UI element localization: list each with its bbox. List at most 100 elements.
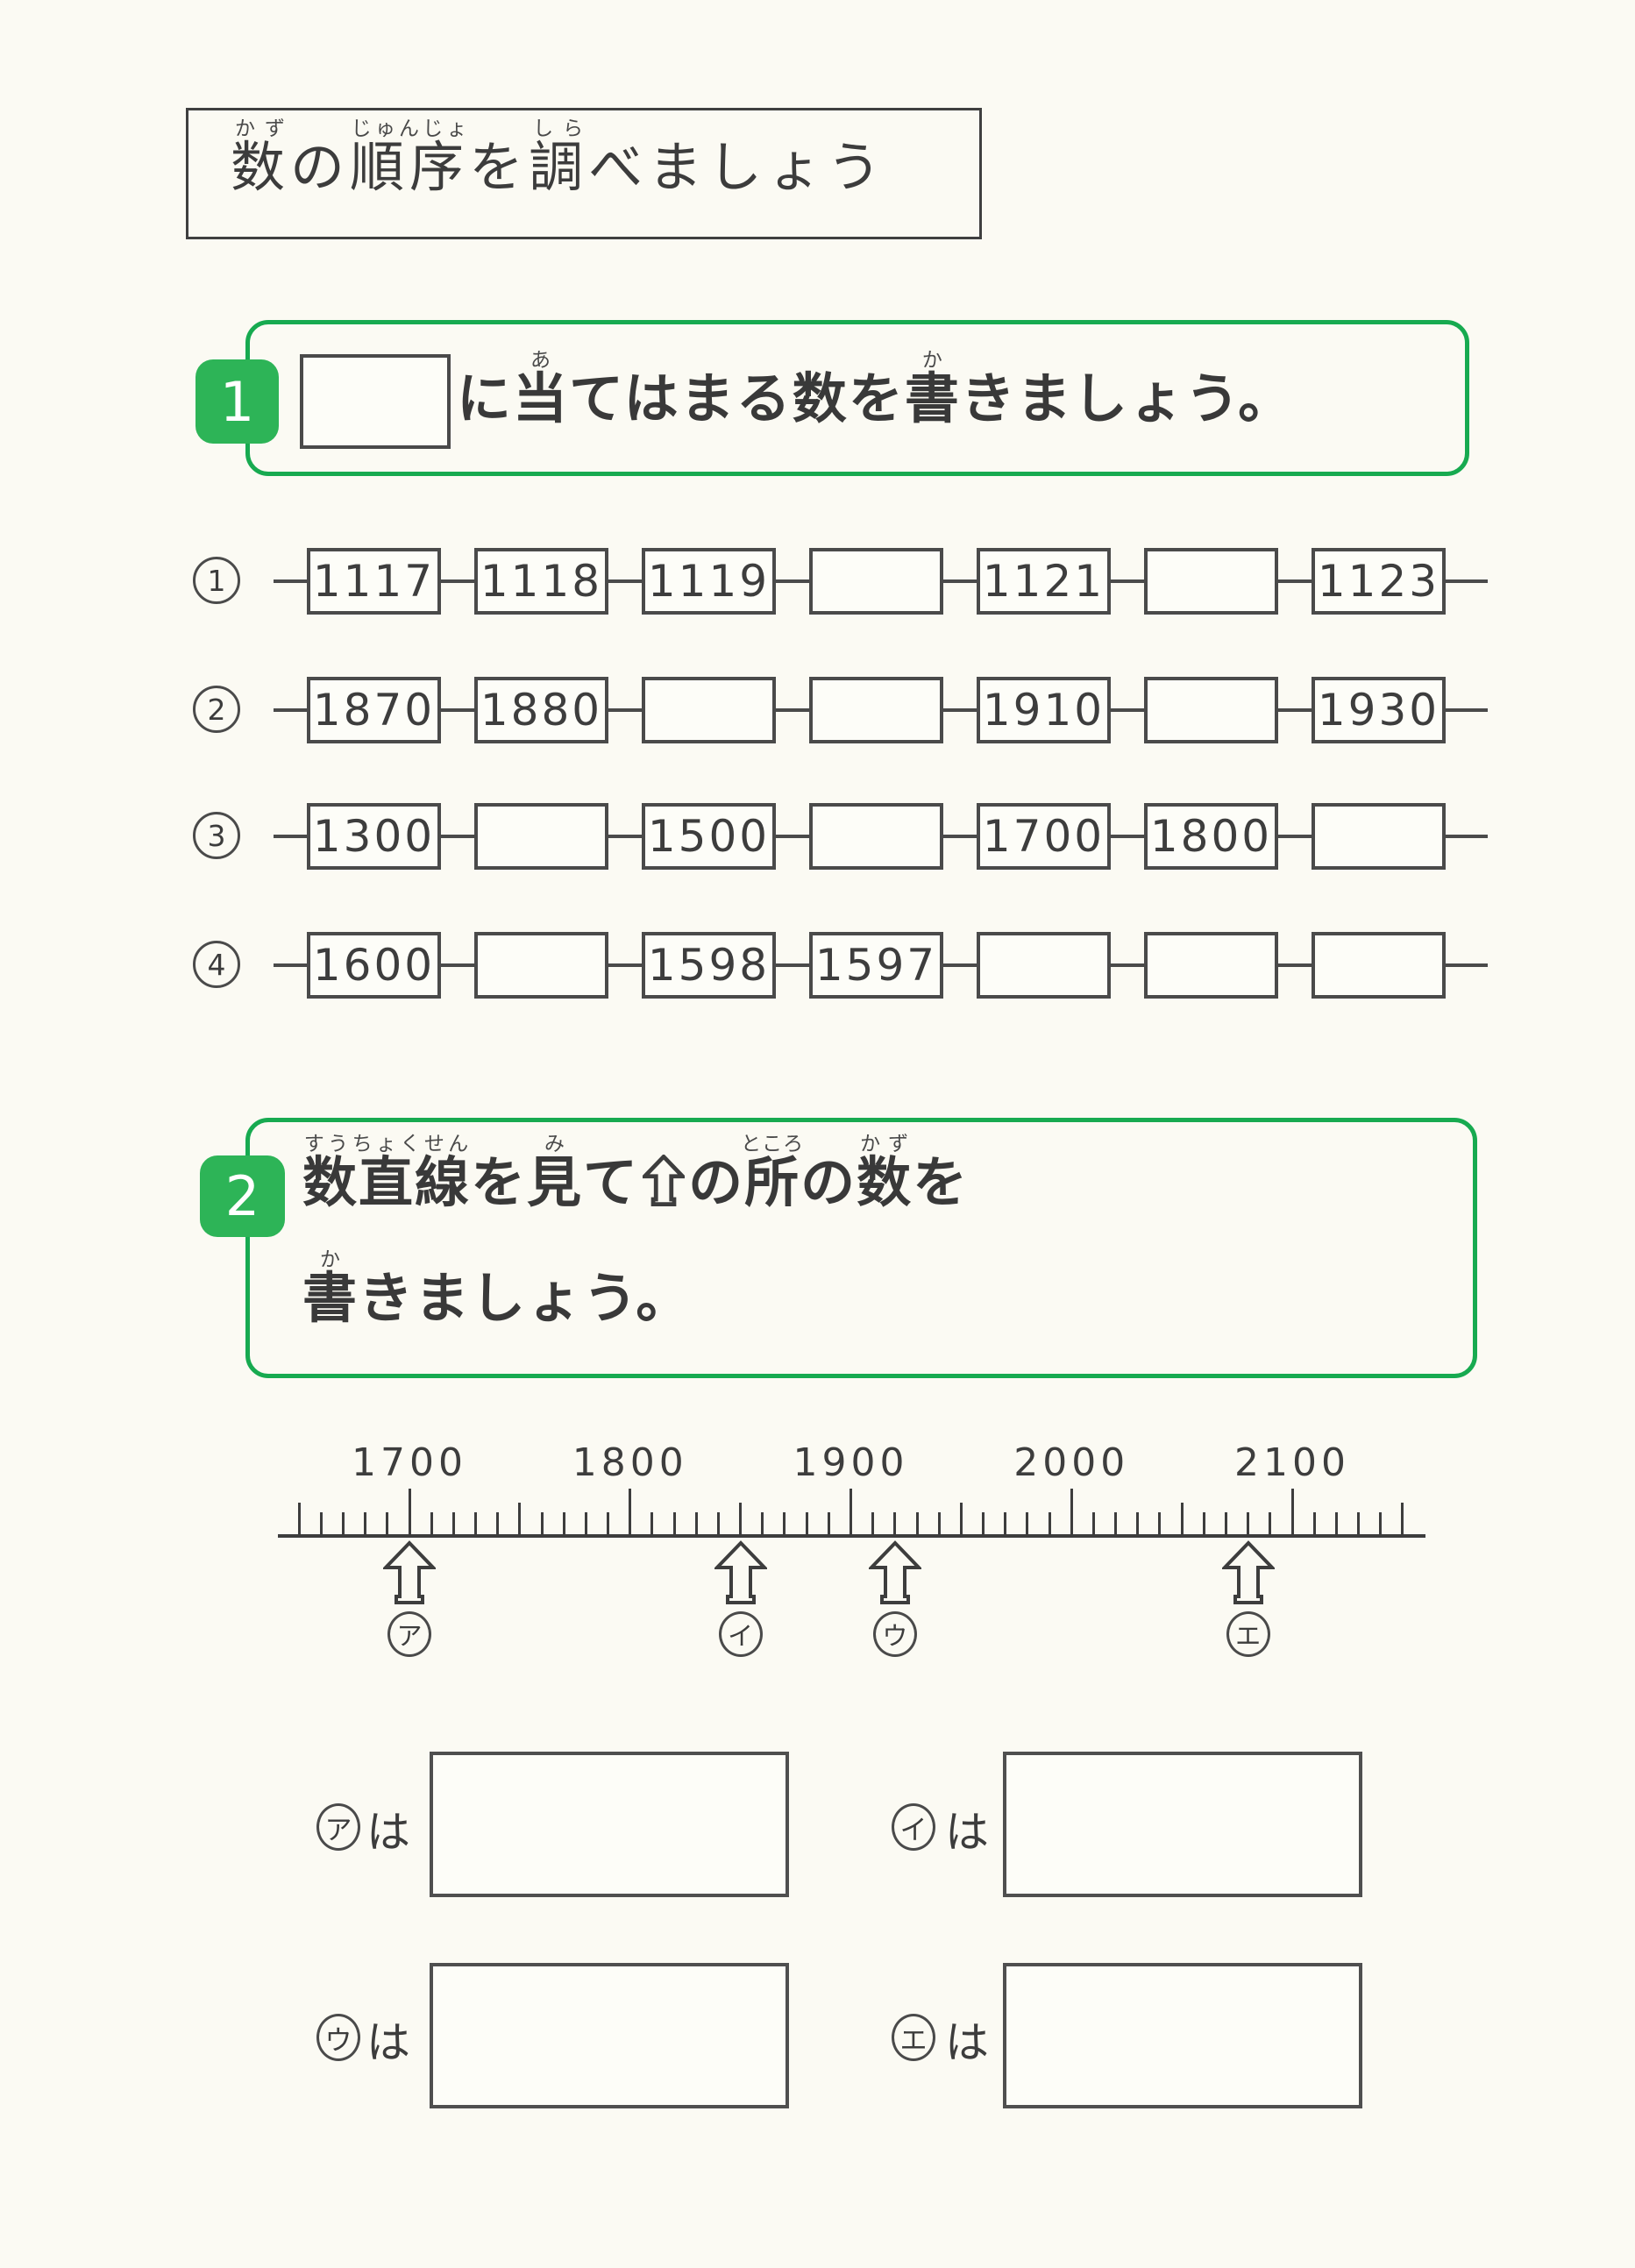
tick (1269, 1512, 1272, 1538)
sequence-number-box: 1930 (1312, 677, 1446, 743)
tick (694, 1512, 698, 1538)
position-marker-up-arrow-icon (1219, 1540, 1276, 1605)
tick (1312, 1512, 1316, 1538)
marker-label-circle: ア (387, 1611, 431, 1657)
sequence-blank-box[interactable] (1312, 932, 1446, 999)
problem1-example-blank-box[interactable] (300, 354, 451, 449)
answer-input-box[interactable] (430, 1963, 789, 2108)
answer-label-circle: イ (892, 1803, 935, 1851)
sequence-number-box: 1870 (307, 677, 441, 743)
up-arrow-icon-svg (639, 1153, 688, 1206)
sequence-number-box: 1121 (977, 548, 1111, 615)
up-arrow-icon-svg (712, 1540, 769, 1604)
row-number-circle: 3 (193, 812, 240, 859)
sequence-number-box: 1800 (1144, 803, 1278, 870)
sequence-blank-box[interactable] (809, 677, 943, 743)
answer-input-box[interactable] (1003, 1963, 1362, 2108)
answer-particle: は (366, 1807, 410, 1858)
sequence-number-box: 1598 (642, 932, 776, 999)
sequence-blank-box[interactable] (642, 677, 776, 743)
tick (430, 1512, 433, 1538)
marker-label-circle: ウ (872, 1611, 917, 1657)
sequence-blank-box[interactable] (809, 548, 943, 615)
sequence-blank-box[interactable] (809, 803, 943, 870)
major-tick (408, 1489, 411, 1538)
tick (1048, 1512, 1051, 1538)
problem2-instruction-line2: 書かきましょう。 (302, 1248, 693, 1330)
tick (915, 1512, 919, 1538)
sequence-blank-box[interactable] (1312, 803, 1446, 870)
tick (1114, 1512, 1118, 1538)
tick (959, 1503, 963, 1538)
axis-tick-label: 2000 (1013, 1440, 1130, 1485)
tick (319, 1512, 323, 1538)
sequence-number-box: 1910 (977, 677, 1111, 743)
problem2-instruction-line1: 数直線すうちょくせんを見みての所ところの数かずを (302, 1133, 969, 1219)
sequence-number-box: 1300 (307, 803, 441, 870)
position-marker-up-arrow-icon (381, 1540, 437, 1605)
sequence-number-box: 1117 (307, 548, 441, 615)
sequence-number-box: 1880 (474, 677, 608, 743)
sequence-number-box: 1700 (977, 803, 1111, 870)
up-arrow-icon-svg (381, 1540, 437, 1604)
sequence-blank-box[interactable] (474, 803, 608, 870)
row-number-circle: 1 (193, 557, 240, 604)
tick (341, 1512, 345, 1538)
tick (1334, 1512, 1338, 1538)
sequence-blank-box[interactable] (1144, 677, 1278, 743)
tick (297, 1503, 301, 1538)
major-tick (1290, 1489, 1294, 1538)
tick (761, 1512, 764, 1538)
answer-input-box[interactable] (430, 1752, 789, 1897)
major-tick (629, 1489, 632, 1538)
position-marker-up-arrow-icon (712, 1540, 769, 1605)
answer-particle: は (945, 2017, 989, 2068)
title-box: 数かずの順序じゅんじょを調しらべましょう (186, 108, 982, 239)
answer-particle: は (945, 1807, 989, 1858)
sequence-blank-box[interactable] (977, 932, 1111, 999)
tick (937, 1512, 941, 1538)
sequence-blank-box[interactable] (1144, 548, 1278, 615)
sequence-number-box: 1119 (642, 548, 776, 615)
tick (1357, 1512, 1361, 1538)
axis-tick-label: 1900 (793, 1440, 909, 1485)
axis-tick-label: 2100 (1234, 1440, 1350, 1485)
tick (783, 1512, 786, 1538)
tick (893, 1512, 897, 1538)
tick (805, 1512, 808, 1538)
up-arrow-icon (639, 1153, 688, 1219)
problem2-card (245, 1118, 1477, 1378)
sequence-number-box: 1118 (474, 548, 608, 615)
row-number-circle: 2 (193, 686, 240, 733)
sequence-number-box: 1600 (307, 932, 441, 999)
tick (1026, 1512, 1029, 1538)
up-arrow-icon-svg (867, 1540, 923, 1604)
tick (474, 1512, 478, 1538)
answer-label-circle: エ (892, 2014, 935, 2061)
tick (827, 1512, 830, 1538)
tick (1224, 1512, 1227, 1538)
answer-particle: は (366, 2017, 410, 2068)
tick (364, 1512, 367, 1538)
answer-input-box[interactable] (1003, 1752, 1362, 1897)
tick (496, 1512, 500, 1538)
sequence-blank-box[interactable] (474, 932, 608, 999)
tick (1004, 1512, 1007, 1538)
tick (672, 1512, 676, 1538)
tick (650, 1512, 654, 1538)
sequence-number-box: 1597 (809, 932, 943, 999)
up-arrow-icon-svg (1219, 1540, 1276, 1604)
tick (386, 1512, 389, 1538)
tick (584, 1512, 587, 1538)
sequence-blank-box[interactable] (1144, 932, 1278, 999)
problem1-instruction: に当あてはまる数を書かきましょう。 (457, 349, 1295, 430)
answer-label-circle: ア (316, 1803, 360, 1851)
major-tick (1070, 1489, 1073, 1538)
tick (1136, 1512, 1140, 1538)
tick (562, 1512, 565, 1538)
tick (1379, 1512, 1383, 1538)
tick (1247, 1512, 1250, 1538)
tick (1202, 1512, 1205, 1538)
